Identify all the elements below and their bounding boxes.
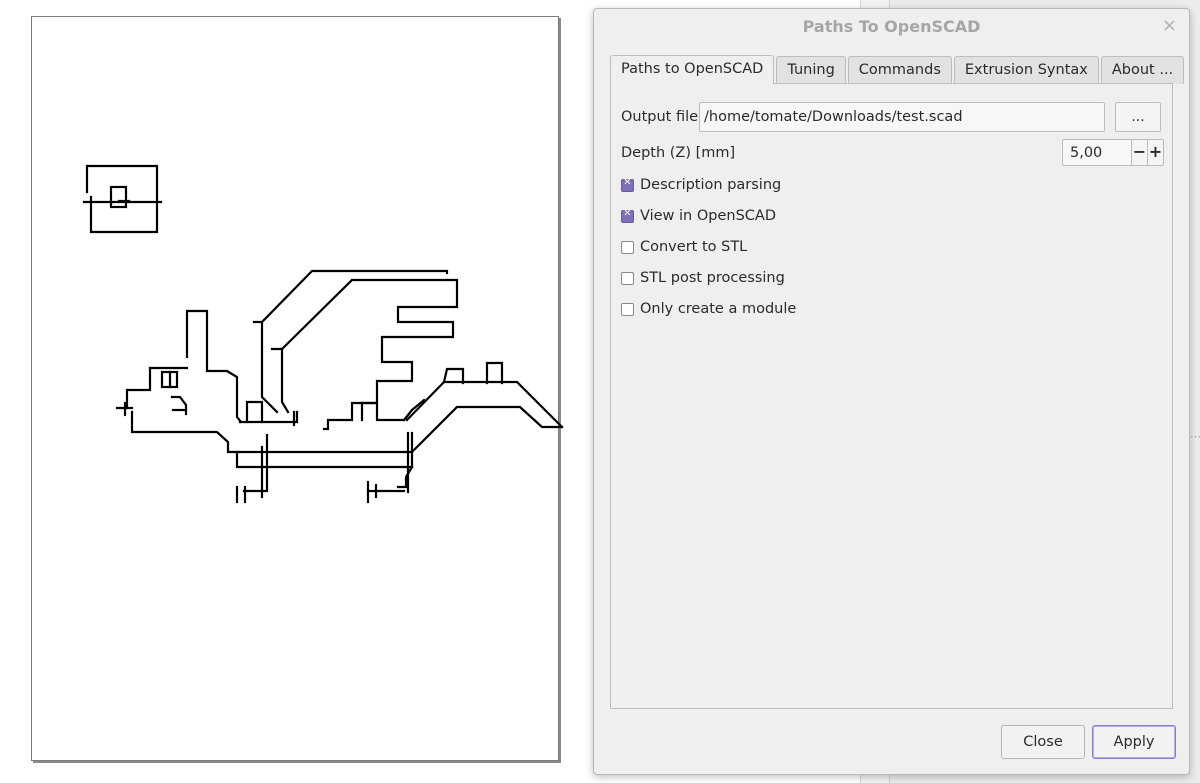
option-convert-to-stl[interactable]: Convert to STL [621, 236, 747, 258]
option-label: View in OpenSCAD [640, 208, 776, 224]
apply-button[interactable]: Apply [1092, 725, 1176, 759]
tab-bar: Paths to OpenSCAD Tuning Commands Extrus… [610, 55, 1185, 84]
output-file-label: Output file [621, 109, 699, 125]
depth-decrement-button[interactable]: − [1131, 139, 1148, 166]
resize-handle-icon[interactable]: ⋯ [1190, 430, 1200, 443]
path-drawing[interactable] [32, 17, 572, 777]
option-label: Convert to STL [640, 239, 748, 255]
tab-paths-to-openscad[interactable]: Paths to OpenSCAD [610, 55, 775, 84]
checkbox-checked-icon[interactable] [621, 177, 634, 192]
option-label: Only create a module [640, 301, 797, 317]
depth-label: Depth (Z) [mm] [621, 145, 736, 161]
checkbox-unchecked-icon[interactable] [621, 240, 634, 254]
main-contour[interactable] [115, 269, 564, 504]
tab-about[interactable]: About ... [1100, 56, 1185, 84]
tab-panel: Output file ... Depth (Z) [mm] − + Descr… [610, 83, 1173, 709]
close-button[interactable]: Close [1001, 725, 1085, 759]
depth-input[interactable] [1062, 139, 1132, 166]
dialog-titlebar[interactable]: Paths To OpenSCAD × [594, 9, 1189, 43]
depth-increment-button[interactable]: + [1147, 139, 1164, 166]
option-view-in-openscad[interactable]: View in OpenSCAD [621, 205, 776, 227]
tab-commands[interactable]: Commands [847, 56, 952, 84]
option-description-parsing[interactable]: Description parsing [621, 174, 781, 196]
document-page[interactable] [31, 16, 564, 761]
output-file-row: Output file [621, 101, 698, 133]
boxed-symbol[interactable] [82, 164, 163, 234]
option-label: STL post processing [640, 270, 785, 286]
checkbox-unchecked-icon[interactable] [621, 271, 634, 285]
tab-tuning[interactable]: Tuning [776, 56, 846, 84]
option-label: Description parsing [640, 177, 782, 193]
depth-row: Depth (Z) [mm] [621, 137, 735, 169]
option-stl-post-processing[interactable]: STL post processing [621, 267, 785, 289]
option-only-create-module[interactable]: Only create a module [621, 298, 796, 320]
close-icon[interactable]: × [1161, 15, 1177, 36]
checkbox-unchecked-icon[interactable] [621, 302, 634, 316]
checkbox-checked-icon[interactable] [621, 208, 634, 223]
output-file-input[interactable] [699, 102, 1105, 132]
browse-button[interactable]: ... [1115, 102, 1161, 132]
dialog-title: Paths To OpenSCAD [802, 17, 981, 36]
tab-extrusion-syntax[interactable]: Extrusion Syntax [953, 56, 1099, 84]
paths-to-openscad-dialog: Paths To OpenSCAD × Paths to OpenSCAD Tu… [593, 8, 1190, 775]
